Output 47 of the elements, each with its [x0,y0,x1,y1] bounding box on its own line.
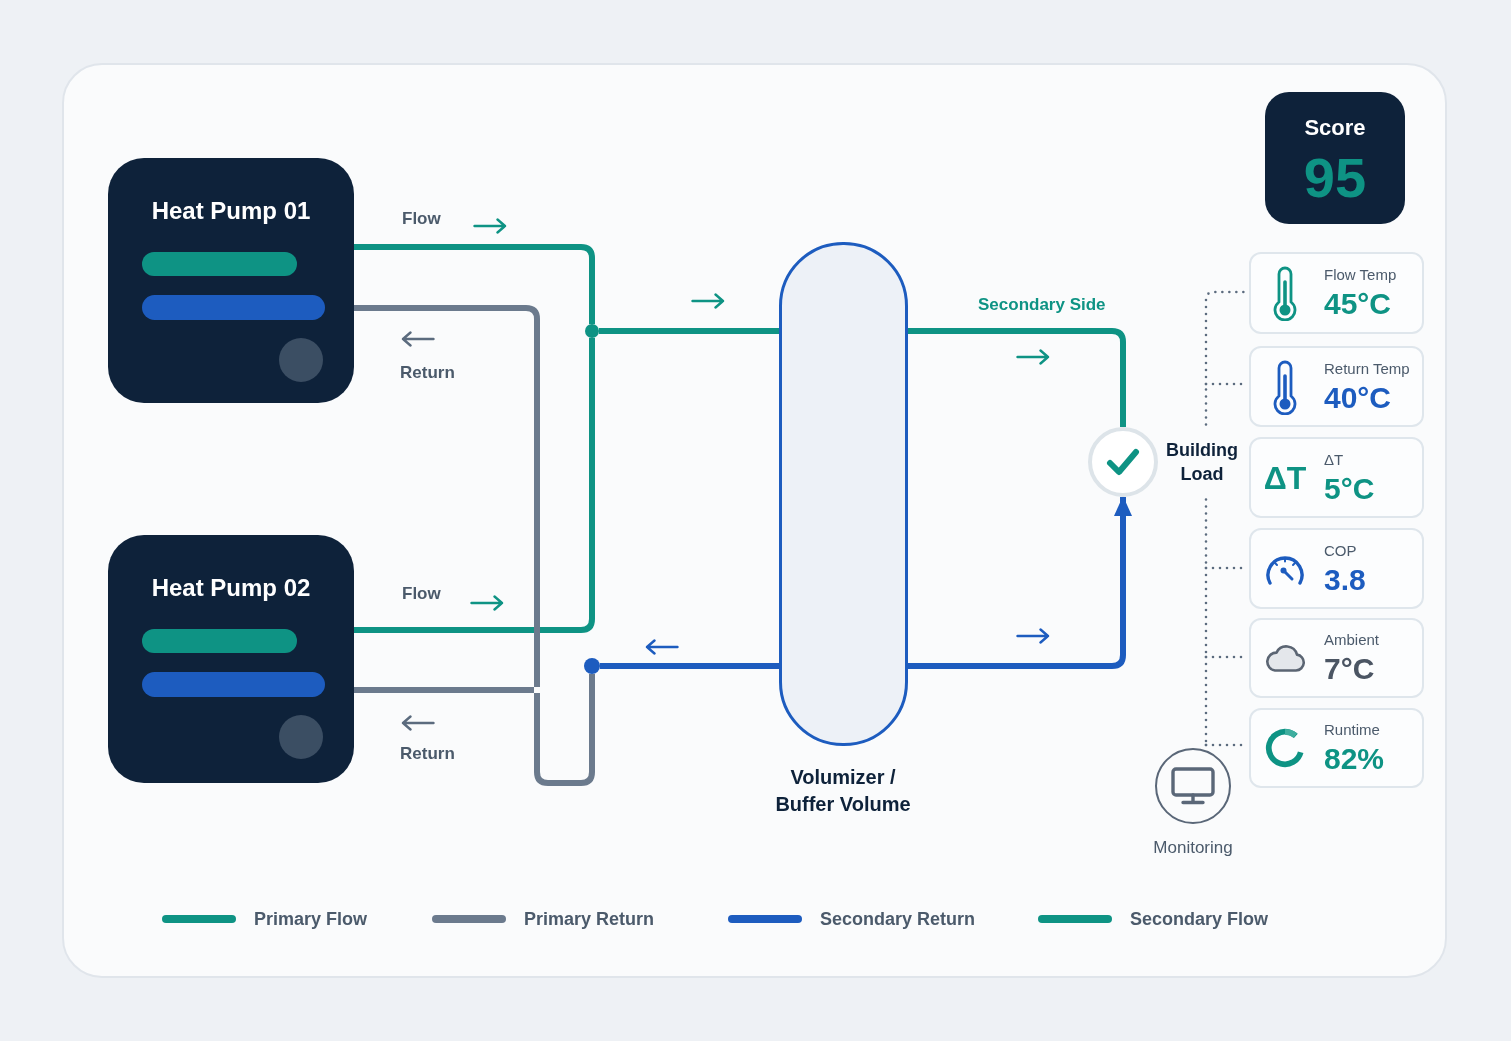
metric-card [1249,346,1424,427]
legend-label: Secondary Flow [1130,908,1269,930]
metric-value: 5°C [1324,472,1375,505]
metric-value: 3.8 [1324,563,1366,596]
unit-title: Heat Pump 01 [151,196,311,226]
metric-value: 82% [1324,743,1385,775]
pipe-arrow [908,496,1132,669]
pipe-label: Return [400,362,455,384]
metric-value: 7°C [1324,653,1376,685]
metric-label: ΔT [1324,450,1345,469]
metric-label: Return Temp [1324,359,1410,378]
metric-card [1249,618,1424,698]
metric-card [1249,437,1424,518]
pipe [599,328,779,334]
heat-pump-unit [108,535,354,783]
metric-label: Ambient [1324,631,1380,649]
metric-label: Runtime [1324,721,1381,739]
score-card [1265,92,1405,224]
pipe-label: Secondary Side [978,294,1106,316]
score-value: 95 [1303,148,1367,208]
pipe [354,687,534,693]
pipe [354,338,595,633]
unit-title: Heat Pump 02 [151,573,311,603]
legend-label: Primary Flow [254,908,368,930]
heat-pump-unit [108,158,354,403]
metric-card [1249,252,1424,334]
metric-card [1249,528,1424,609]
node-label: Building Load [1165,439,1239,486]
pipe-label: Return [400,743,455,765]
metric-value: 40°C [1324,381,1393,414]
pipe [354,305,540,687]
pipe [908,328,1126,427]
metric-value: 45°C [1324,288,1393,320]
pipe-label: Flow [402,208,441,230]
pipe [600,663,779,669]
delta-t-symbol: ΔT [1263,459,1307,496]
pipe [534,674,595,786]
node-caption: Volumizer / Buffer Volume [774,765,912,817]
node-caption: Monitoring [1153,837,1233,859]
pipe [354,244,595,324]
legend-label: Primary Return [524,908,655,930]
score-label: Score [1304,114,1366,142]
metric-card [1249,708,1424,788]
legend-label: Secondary Return [820,908,976,930]
pipe-label: Flow [402,583,441,605]
metric-label: Flow Temp [1324,266,1397,284]
metric-label: COP [1324,541,1358,560]
